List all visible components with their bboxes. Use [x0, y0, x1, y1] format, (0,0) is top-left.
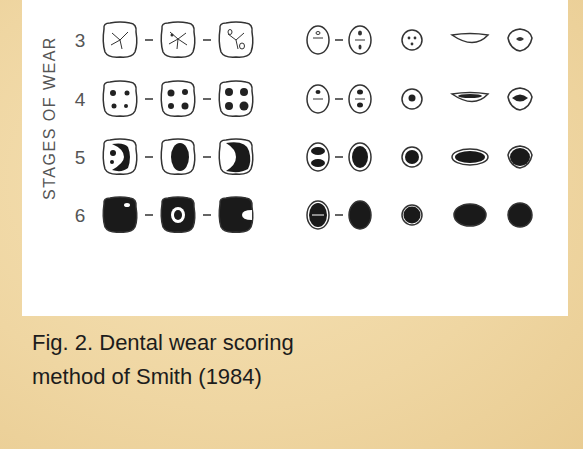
tooth-drawing-part	[402, 30, 422, 50]
tooth-drawing-part	[103, 22, 532, 57]
tooth-drawing-part	[111, 32, 128, 49]
tooth-drawing-part	[358, 31, 362, 36]
tooth-drawing-part	[355, 40, 365, 41]
tooth-drawing-part	[112, 143, 130, 171]
tooth-drawing-part	[103, 197, 137, 232]
tooth-drawing-part	[402, 205, 422, 225]
tooth-rows	[103, 22, 532, 232]
tooth-drawing-part	[242, 210, 252, 220]
tooth-drawing-part	[171, 34, 174, 37]
tooth-drawing-part	[512, 95, 528, 102]
tooth-drawing-part	[219, 81, 253, 116]
tooth-drawing-part	[454, 204, 486, 226]
stage-number: 5	[75, 148, 86, 167]
tooth-drawing-part	[402, 89, 422, 109]
tooth-drawing-part	[405, 150, 419, 164]
tooth-drawing-part	[311, 147, 325, 155]
tooth-drawing-part	[411, 43, 414, 46]
tooth-drawing-part	[452, 93, 488, 102]
tooth-drawing-part	[225, 88, 233, 96]
tooth-drawing-part	[168, 90, 175, 97]
tooth-drawing-part	[161, 81, 195, 116]
stage-number: 3	[75, 31, 86, 50]
tooth-drawing-part	[404, 207, 421, 224]
stage-number: 4	[75, 90, 86, 109]
tooth-drawing-part	[455, 151, 485, 163]
tooth-drawing-part	[110, 90, 116, 96]
tooth-drawing-part	[516, 37, 524, 41]
tooth-drawing-part	[219, 22, 253, 57]
tooth-drawing-part	[307, 201, 329, 229]
tooth-drawing-part	[414, 37, 417, 40]
tooth-drawing-part	[313, 99, 323, 100]
axis-label: STAGES OF WEAR	[42, 36, 58, 200]
tooth-drawing-part	[219, 139, 253, 174]
tooth-drawing-part	[124, 203, 130, 207]
tooth-drawing-part	[145, 40, 343, 215]
tooth-drawing-part	[355, 99, 365, 100]
tooth-drawing-part	[316, 32, 320, 35]
tooth-drawing-part	[103, 197, 532, 232]
tooth-drawing-part	[125, 91, 130, 96]
tooth-drawing-part	[103, 139, 532, 174]
figure-caption: Fig. 2. Dental wear scoring method of Sm…	[32, 326, 332, 394]
tooth-drawing-part	[145, 40, 343, 215]
tooth-drawing-part	[124, 104, 128, 108]
tooth-drawing-part	[311, 159, 325, 167]
tooth-drawing-part	[161, 139, 195, 174]
tooth-drawing-part	[307, 85, 329, 113]
tooth-drawing-part	[508, 29, 532, 51]
tooth-drawing-part	[357, 90, 363, 95]
tooth-drawing-part	[312, 215, 324, 216]
tooth-drawing-part	[103, 22, 137, 57]
tooth-drawing-part	[103, 81, 532, 116]
tooth-drawing-part	[402, 147, 422, 167]
stage-number: 6	[75, 206, 86, 225]
tooth-drawing-part	[228, 30, 232, 35]
tooth-drawing-part	[240, 43, 245, 49]
tooth-drawing-part	[103, 139, 137, 174]
tooth-drawing-part	[508, 146, 532, 168]
tooth-drawing-part	[349, 143, 371, 171]
tooth-drawing-part	[307, 26, 329, 54]
tooth-drawing-part	[309, 203, 327, 227]
tooth-drawing-part	[349, 85, 371, 113]
tooth-drawing-part	[352, 146, 368, 168]
tooth-drawing-part	[228, 33, 244, 49]
tooth-drawing-part	[357, 103, 363, 108]
tooth-drawing-part	[161, 22, 195, 57]
tooth-drawing-part	[458, 94, 482, 98]
tooth-drawing-part	[349, 26, 371, 54]
tooth-drawing-part	[508, 88, 532, 110]
tooth-drawing-part	[171, 207, 185, 223]
tooth-drawing-part	[110, 150, 116, 156]
tooth-drawing-part	[510, 148, 530, 166]
tooth-drawing-part	[508, 203, 532, 227]
tooth-drawing-part	[174, 210, 182, 220]
tooth-drawing-part	[307, 143, 329, 171]
tooth-drawing-part	[103, 81, 137, 116]
tooth-drawing-part	[452, 149, 488, 165]
tooth-drawing-part	[240, 88, 248, 96]
tooth-drawing-part	[316, 90, 321, 94]
tooth-drawing-part	[359, 45, 362, 50]
tooth-drawing-part	[452, 34, 488, 43]
tooth-drawing-part	[182, 103, 189, 110]
tooth-drawing-part	[112, 104, 117, 109]
tooth-drawing-part	[182, 89, 188, 95]
tooth-drawing-part	[169, 32, 187, 49]
tooth-drawing-part	[226, 142, 250, 172]
tooth-drawing-part	[219, 197, 253, 232]
tooth-drawing-part	[409, 95, 416, 102]
tooth-drawing-part	[161, 197, 195, 232]
tooth-drawing-part	[349, 201, 371, 229]
tooth-drawing-part	[225, 102, 233, 110]
tooth-drawing-part	[408, 37, 411, 40]
tooth-drawing-part	[110, 160, 114, 164]
tooth-drawing-part	[313, 38, 323, 39]
tooth-drawing-part	[171, 143, 189, 171]
tooth-drawing-part	[240, 102, 249, 111]
tooth-drawing-part	[168, 103, 174, 109]
